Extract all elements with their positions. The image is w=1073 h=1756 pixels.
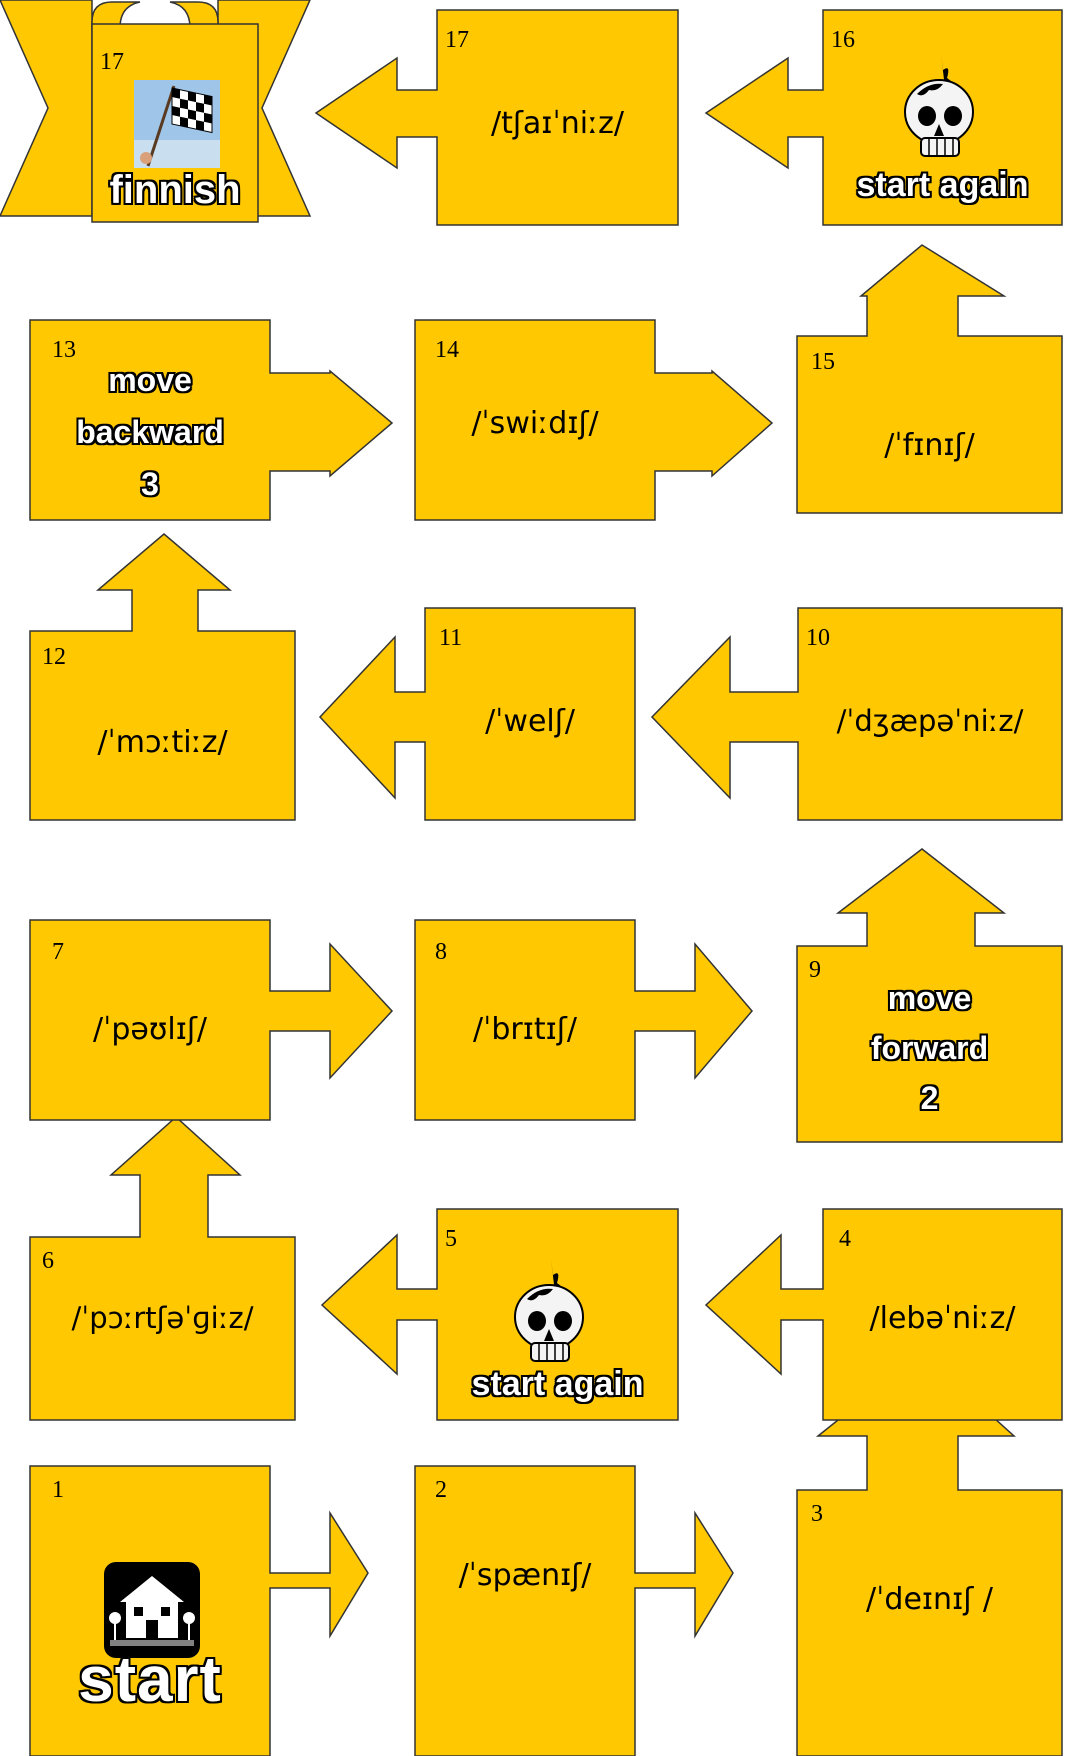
- cell-3[interactable]: 3 /ˈdeɪnɪʃ /: [797, 1490, 1062, 1756]
- cell-1[interactable]: 1 start: [30, 1466, 270, 1756]
- cell-number: 6: [42, 1248, 54, 1274]
- cell-number: 12: [42, 644, 66, 670]
- pronunciation-text: /ˈbrɪtɪʃ/: [473, 1012, 577, 1047]
- cell-number: 9: [809, 957, 821, 983]
- cell-number: 17: [100, 49, 124, 75]
- cell-14[interactable]: 14 /ˈswiːdɪʃ/: [415, 320, 655, 520]
- cell-number: 11: [439, 625, 463, 651]
- tile-8-shape: [414, 919, 753, 1121]
- cell-5[interactable]: 5 start again: [437, 1209, 678, 1420]
- cell-number: 14: [435, 337, 459, 363]
- tile-10-shape: [650, 607, 1063, 821]
- pronunciation-text: /ˈpɔːrtʃəˈɡiːz/: [71, 1301, 254, 1335]
- cell-number: 10: [806, 625, 830, 651]
- tile-6-shape: [29, 1115, 296, 1421]
- house-icon: [104, 1562, 200, 1658]
- tile-7-shape: [29, 919, 394, 1121]
- cell-6[interactable]: 6 /ˈpɔːrtʃəˈɡiːz/: [30, 1237, 295, 1420]
- cell-8[interactable]: 8 /ˈbrɪtɪʃ/: [415, 920, 635, 1120]
- cell-number: 3: [811, 1501, 823, 1527]
- cell-11[interactable]: 11 /ˈwelʃ/: [425, 608, 635, 820]
- cell-12[interactable]: 12 /ˈmɔːtiːz/: [30, 631, 295, 820]
- start-again-label: start again: [471, 1365, 644, 1403]
- finish-label: finnish: [109, 168, 241, 212]
- cell-2[interactable]: 2 /ˈspænɪʃ/: [415, 1466, 635, 1756]
- tile-9-shape: [796, 848, 1063, 1143]
- tile-12-shape: [29, 533, 296, 821]
- move-backward-line-1: move: [108, 362, 192, 398]
- cell-number: 2: [435, 1477, 447, 1503]
- move-backward-line-3: 3: [141, 466, 159, 502]
- pronunciation-text: /tʃaɪˈniːz/: [490, 106, 625, 141]
- pronunciation-text: /ˈdʒæpəˈniːz/: [836, 704, 1024, 738]
- finish-banner-shape: [0, 0, 312, 223]
- skull-icon: [514, 1259, 584, 1362]
- tile-5-shape: [320, 1208, 679, 1421]
- move-forward-line-3: 2: [920, 1080, 939, 1116]
- cell-9[interactable]: 9 move forward 2: [797, 946, 1062, 1142]
- cell-number: 8: [435, 939, 447, 965]
- pronunciation-text: /ˈwelʃ/: [485, 704, 575, 739]
- move-backward-line-2: backward: [76, 414, 224, 450]
- tile-15-shape: [796, 244, 1063, 514]
- pronunciation-text: /ˈspænɪʃ/: [458, 1558, 592, 1593]
- checkered-flag-icon: [134, 80, 220, 168]
- cell-13[interactable]: 13 move backward 3: [30, 320, 270, 520]
- tile-16-shape: [704, 9, 1063, 226]
- cell-number: 5: [445, 1226, 457, 1252]
- cell-number: 13: [52, 337, 76, 363]
- cell-number: 16: [831, 27, 855, 53]
- skull-icon: [904, 54, 974, 157]
- pronunciation-text: /ˈmɔːtiːz/: [97, 725, 228, 760]
- tile-3-shape: [796, 1352, 1063, 1756]
- cell-number: 17: [445, 27, 469, 53]
- tile-4-shape: [704, 1208, 1063, 1421]
- pronunciation-text: /lebəˈniːz/: [869, 1301, 1016, 1336]
- tile-11-shape: [318, 607, 636, 821]
- finish-cell[interactable]: 17 finnish: [92, 24, 258, 222]
- pronunciation-text: /ˈswiːdɪʃ/: [471, 406, 599, 441]
- tile-17-shape: [314, 9, 679, 226]
- tile-13-shape: [29, 319, 394, 521]
- move-forward-line-1: move: [887, 980, 972, 1016]
- cell-15[interactable]: 15 /ˈfɪnɪʃ/: [797, 336, 1062, 513]
- start-again-label: start again: [856, 166, 1029, 204]
- tile-14-shape: [414, 319, 774, 521]
- cell-7[interactable]: 7 /ˈpəʊlɪʃ/: [30, 920, 270, 1120]
- cell-number: 1: [52, 1477, 64, 1503]
- pronunciation-text: /ˈpəʊlɪʃ/: [92, 1012, 208, 1047]
- cell-4[interactable]: 4 /lebəˈniːz/: [823, 1209, 1062, 1420]
- tile-2-shape: [414, 1465, 734, 1756]
- move-forward-line-2: forward: [870, 1030, 989, 1066]
- cell-number: 15: [811, 349, 835, 375]
- cell-number: 7: [52, 939, 64, 965]
- cell-number: 4: [839, 1226, 851, 1252]
- cell-17[interactable]: 17 /tʃaɪˈniːz/: [437, 10, 678, 225]
- cell-16[interactable]: 16 start again: [823, 10, 1062, 225]
- pronunciation-text: /ˈfɪnɪʃ/: [884, 428, 975, 463]
- pronunciation-text: /ˈdeɪnɪʃ /: [866, 1582, 993, 1617]
- start-label: start: [78, 1643, 222, 1715]
- cell-10[interactable]: 10 /ˈdʒæpəˈniːz/: [798, 608, 1062, 820]
